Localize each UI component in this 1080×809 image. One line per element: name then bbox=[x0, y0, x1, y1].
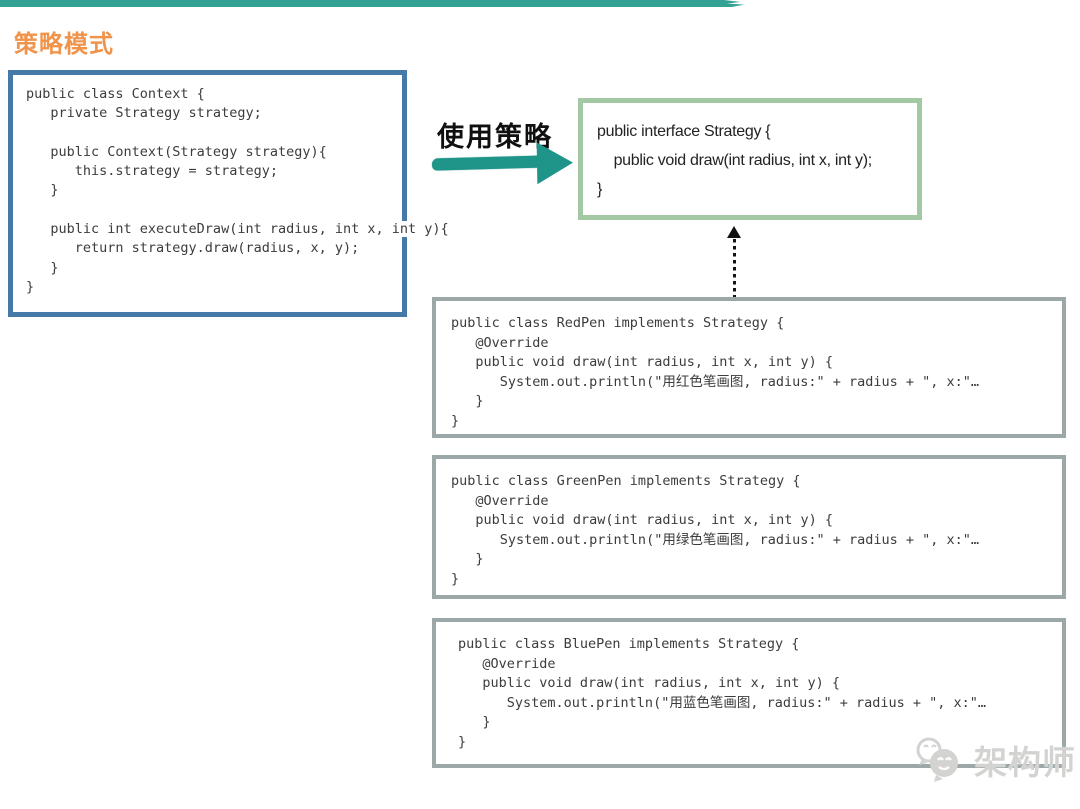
right-arrow-icon bbox=[431, 141, 574, 185]
greenpen-class-box: public class GreenPen implements Strateg… bbox=[432, 455, 1066, 599]
bluepen-class-code: public class BluePen implements Strategy… bbox=[458, 636, 987, 750]
strategy-interface-box: public interface Strategy { public void … bbox=[578, 98, 922, 220]
redpen-class-box: public class RedPen implements Strategy … bbox=[432, 297, 1066, 438]
use-strategy-label: 使用策略 bbox=[437, 122, 553, 152]
context-code-top: public class Context { private Strategy … bbox=[26, 86, 327, 199]
arrow-head bbox=[536, 141, 574, 185]
dotted-arrow-head bbox=[727, 226, 741, 238]
top-marker-stripe bbox=[0, 0, 745, 7]
strategy-interface-code: public interface Strategy { public void … bbox=[597, 123, 872, 198]
implements-dotted-arrow-icon bbox=[726, 226, 742, 300]
context-code-overflow-line: public int executeDraw(int radius, int x… bbox=[26, 221, 454, 238]
context-class-box: public class Context { private Strategy … bbox=[8, 70, 454, 317]
watermark: 架构师 bbox=[912, 736, 1076, 784]
redpen-class-code: public class RedPen implements Strategy … bbox=[451, 315, 980, 429]
context-code-bottom: return strategy.draw(radius, x, y); } } bbox=[26, 240, 360, 295]
arrow-shaft bbox=[431, 155, 547, 171]
context-class-code: public class Context { private Strategy … bbox=[13, 75, 454, 297]
page-title: 策略模式 bbox=[14, 31, 114, 58]
greenpen-class-code: public class GreenPen implements Strateg… bbox=[451, 473, 980, 587]
watermark-text: 架构师 bbox=[974, 744, 1076, 781]
chat-bubbles-icon bbox=[916, 737, 958, 782]
dotted-arrow-line bbox=[732, 239, 736, 298]
bluepen-class-box: public class BluePen implements Strategy… bbox=[432, 618, 1066, 768]
